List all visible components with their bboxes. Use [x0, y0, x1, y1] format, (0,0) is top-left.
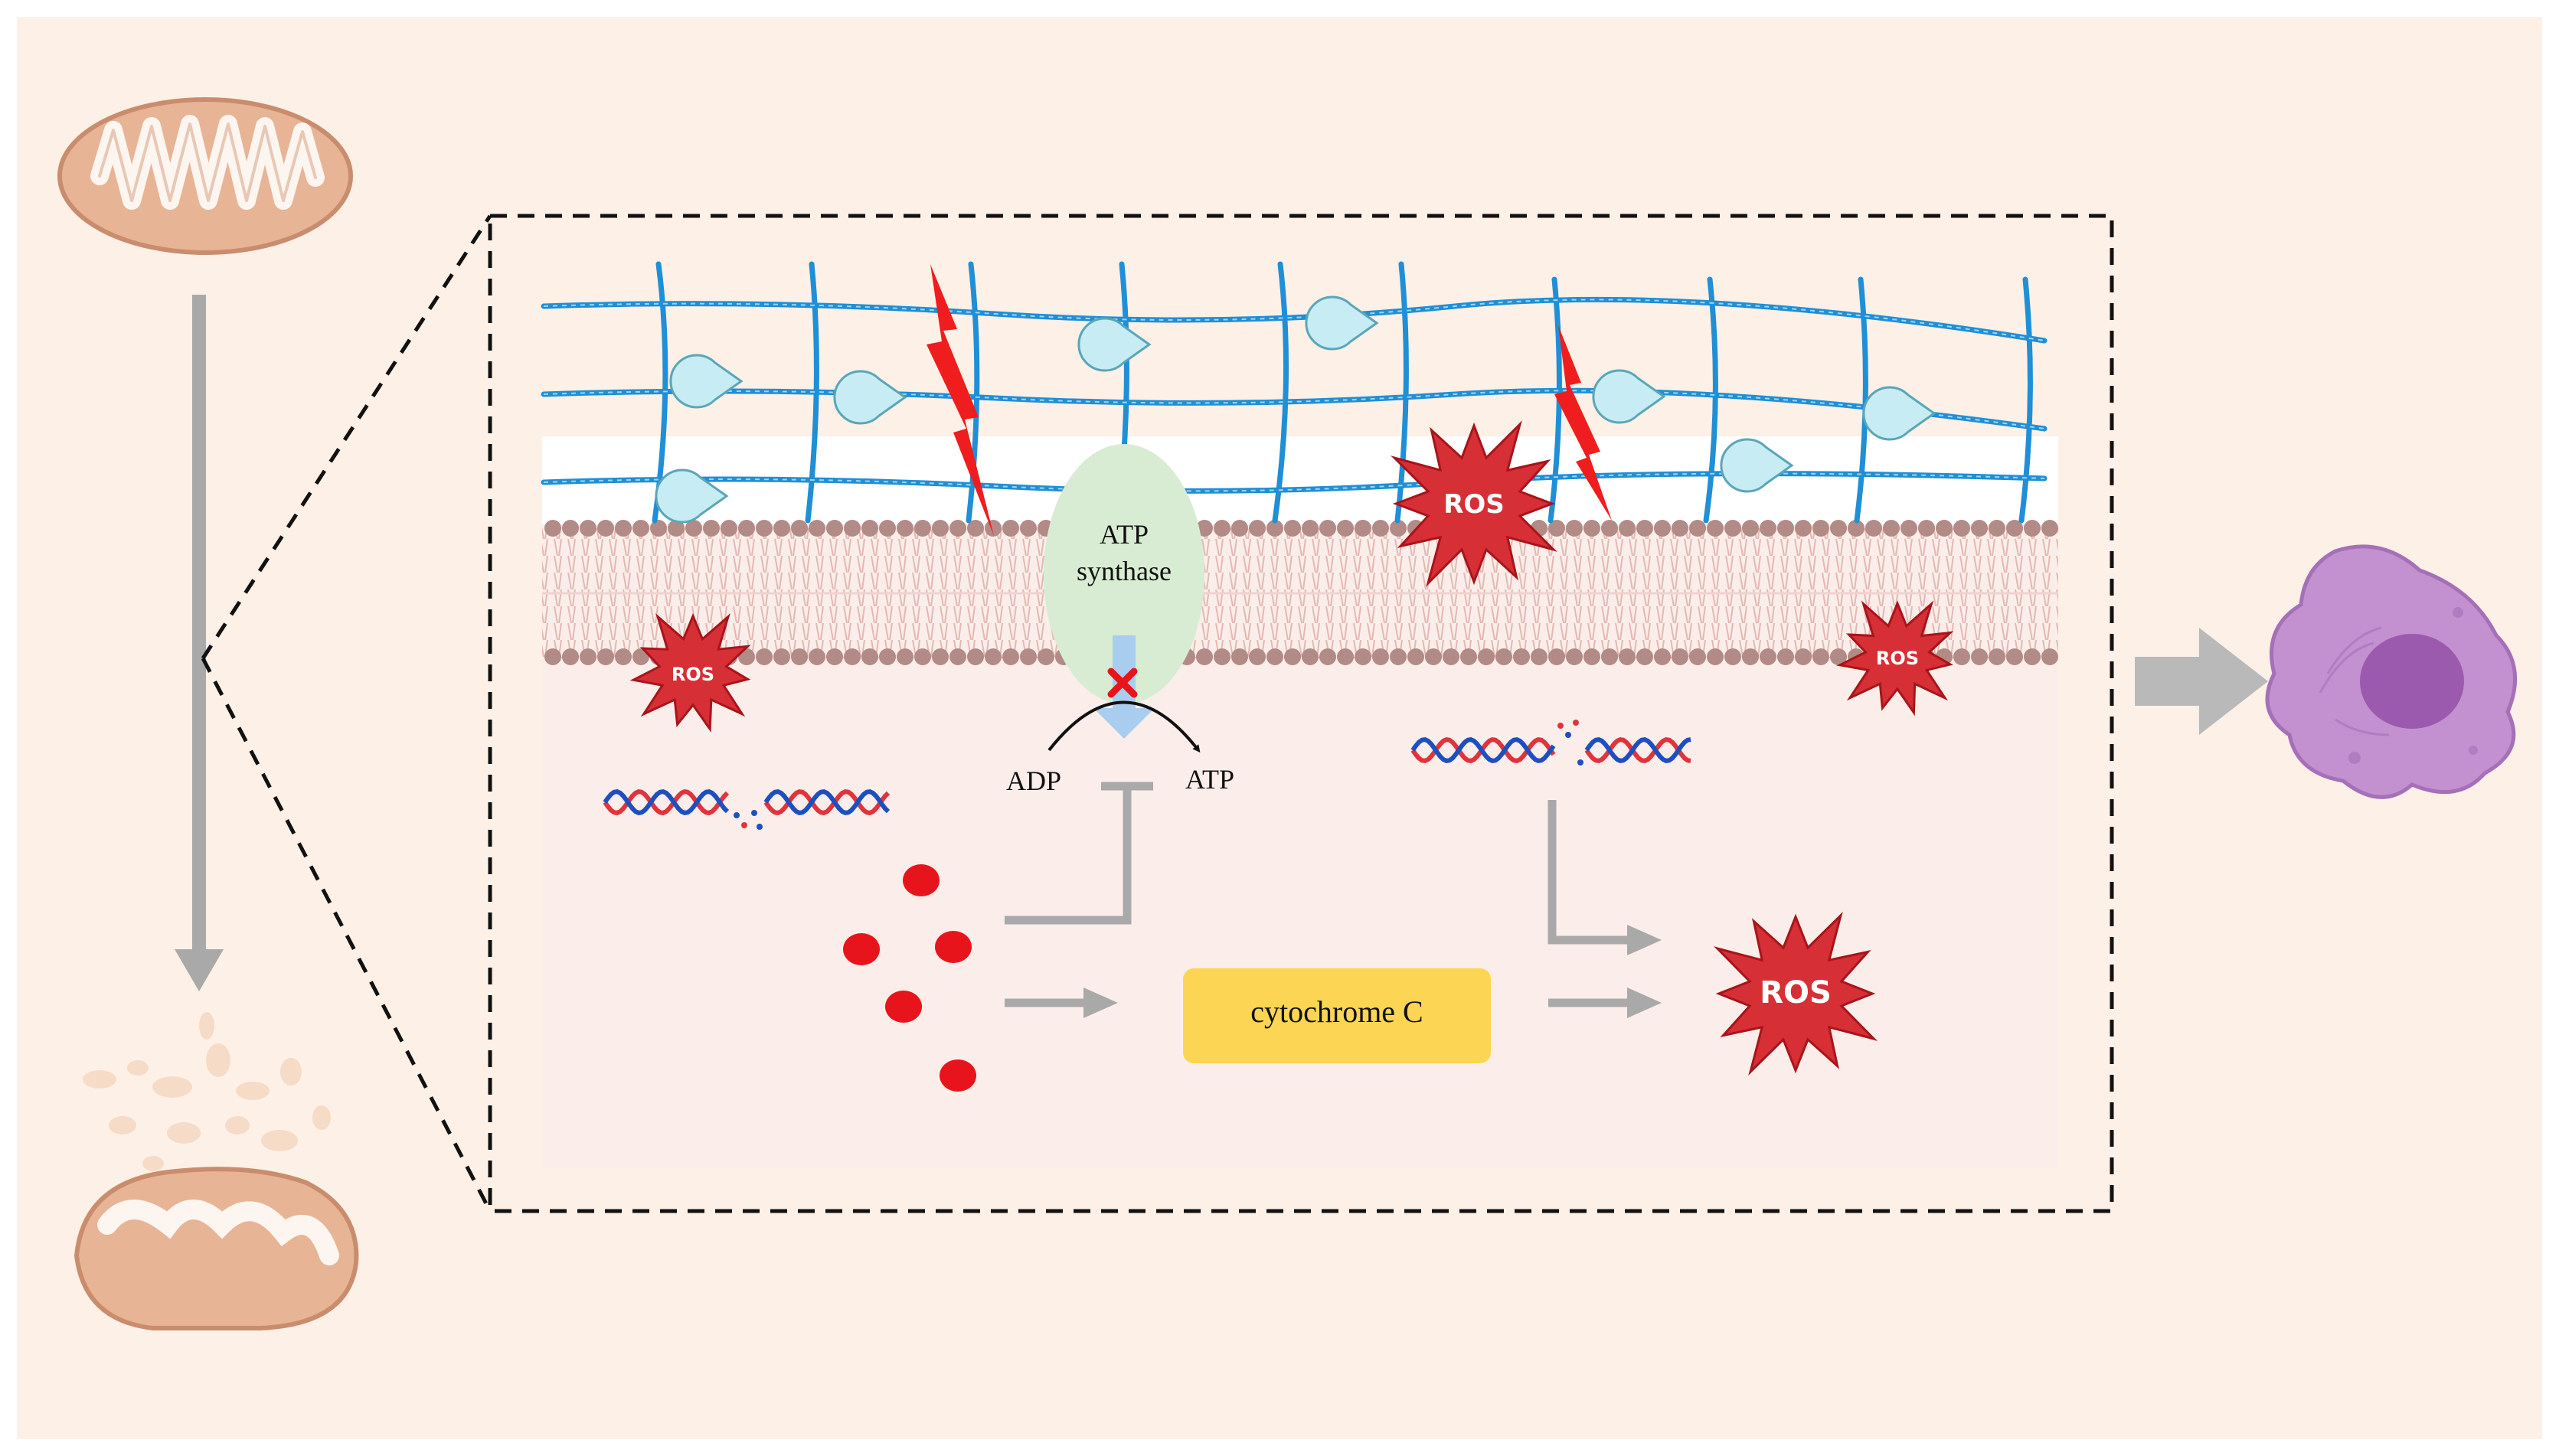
atp-label: ATP	[1185, 764, 1234, 795]
dna-strand-icon	[603, 737, 1691, 815]
ros-burst-icon: ROS	[1713, 911, 1878, 1076]
ros-label-right: ROS	[1876, 648, 1919, 669]
apoptosis-arrow	[2135, 628, 2268, 735]
mitochondrion-icon	[57, 97, 353, 255]
zoom-lines	[201, 214, 492, 1213]
degradation-arrow	[175, 295, 224, 991]
ros-burst-icon: ROS	[1836, 600, 1954, 717]
ros-label-output: ROS	[1760, 975, 1832, 1010]
ros-burst-icon: ROS	[1391, 420, 1557, 587]
protease-pacman-icon	[655, 295, 1936, 524]
adp-atp-reaction: ADP ATP	[1006, 668, 1234, 796]
inhibition-line	[1005, 782, 1153, 925]
cytochrome-c-box: cytochrome C	[1183, 968, 1491, 1063]
detail-frame	[488, 214, 2114, 1213]
ros-label-left: ROS	[672, 664, 714, 685]
cytochrome-c-label: cytochrome C	[1250, 994, 1423, 1029]
damaged-mitochondrion-icon	[74, 1012, 359, 1330]
dna-break-dots	[734, 720, 1583, 830]
apoptotic-cell-icon	[2265, 544, 2518, 799]
atp-synthase-label-line1: ATP	[1100, 519, 1149, 550]
ros-label-membrane: ROS	[1443, 489, 1505, 520]
lightning-bolt-icon	[927, 264, 1612, 536]
blocked-x-icon	[1107, 668, 1138, 698]
ros-burst-icon: ROS	[629, 612, 751, 733]
red-particles	[843, 864, 976, 1092]
adp-label: ADP	[1006, 766, 1061, 796]
flow-arrows	[1005, 800, 1662, 1018]
atp-synthase-label-line2: synthase	[1077, 556, 1172, 586]
lipid-bilayer	[542, 520, 2058, 665]
